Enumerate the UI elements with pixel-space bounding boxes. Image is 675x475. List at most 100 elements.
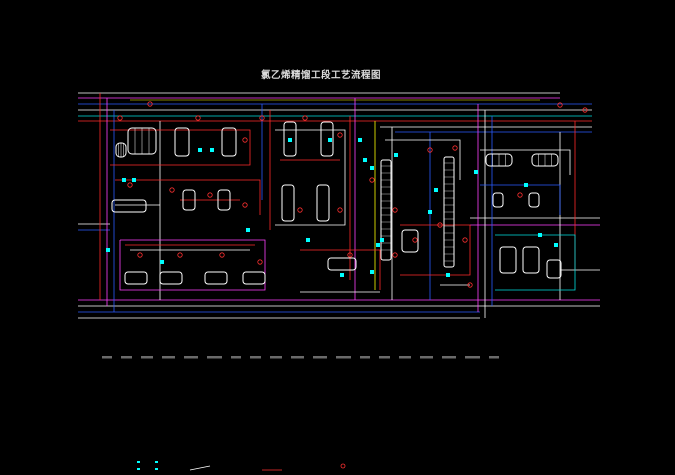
footer-symbol <box>189 465 211 471</box>
legend-item <box>162 356 175 359</box>
valve-symbol <box>446 273 450 277</box>
valve-symbol <box>524 183 528 187</box>
valve-symbol <box>434 188 438 192</box>
valve-symbol <box>132 178 136 182</box>
valve-symbol <box>370 270 374 274</box>
footer-symbol <box>340 463 346 469</box>
instrument-bubble <box>257 259 263 265</box>
adsorber-2 <box>316 184 330 222</box>
legend-item <box>291 356 304 359</box>
legend-item <box>184 356 198 359</box>
product-tank-1 <box>499 246 517 274</box>
instrument-bubble <box>347 252 353 258</box>
instrument-bubble <box>462 237 468 243</box>
legend-item <box>489 356 499 359</box>
footer-symbol <box>155 468 158 470</box>
instrument-bubble <box>337 132 343 138</box>
instrument-bubble <box>219 252 225 258</box>
storage-tank-3 <box>204 271 228 285</box>
legend-item <box>231 356 241 359</box>
legend-item <box>442 356 456 359</box>
legend-item <box>121 356 132 359</box>
reflux-drum <box>327 257 357 271</box>
legend-item <box>399 356 411 359</box>
valve-symbol <box>288 138 292 142</box>
legend-item <box>360 356 370 359</box>
valve-symbol <box>376 243 380 247</box>
instrument-bubble <box>127 182 133 188</box>
process-loop <box>110 129 251 166</box>
filter-1 <box>182 189 196 211</box>
instrument-layer <box>106 101 588 288</box>
legend-item <box>270 356 282 359</box>
instrument-bubble <box>177 252 183 258</box>
legend-item <box>336 356 351 359</box>
instrument-bubble <box>437 222 443 228</box>
instrument-bubble <box>259 115 265 121</box>
valve-symbol <box>370 166 374 170</box>
legend-item <box>207 356 222 359</box>
storage-tank-1 <box>124 271 148 285</box>
valve-symbol <box>474 170 478 174</box>
cooler-1 <box>283 121 297 157</box>
process-loop <box>275 129 346 226</box>
process-loop <box>385 139 461 180</box>
dryer-2 <box>528 192 540 208</box>
instrument-bubble <box>412 237 418 243</box>
instrument-bubble <box>337 207 343 213</box>
instrument-bubble <box>242 202 248 208</box>
product-tank-2 <box>522 246 540 274</box>
instrument-bubble <box>137 252 143 258</box>
instrument-bubble <box>195 115 201 121</box>
legend-item <box>379 356 390 359</box>
process-loop <box>480 149 571 175</box>
drawing-title: 氯乙烯精馏工段工艺流程图 <box>260 70 381 81</box>
storage-tank-4 <box>242 271 266 285</box>
instrument-bubble <box>517 192 523 198</box>
valve-symbol <box>380 238 384 242</box>
valve-symbol <box>210 148 214 152</box>
valve-symbol <box>363 158 367 162</box>
footer-symbol <box>137 461 140 463</box>
valve-symbol <box>358 138 362 142</box>
cooler-2 <box>320 121 334 157</box>
receiver-tank-1 <box>111 199 147 213</box>
instrument-bubble <box>117 115 123 121</box>
instrument-bubble <box>242 137 248 143</box>
instrument-bubble <box>392 207 398 213</box>
filter-2 <box>217 189 231 211</box>
condenser-3 <box>221 127 237 157</box>
equipment-layer <box>111 121 562 285</box>
instrument-bubble <box>169 187 175 193</box>
valve-symbol <box>106 248 110 252</box>
valve-symbol <box>538 233 542 237</box>
legend-item <box>465 356 480 359</box>
instrument-bubble <box>467 282 473 288</box>
footer-symbols <box>137 461 346 471</box>
instrument-bubble <box>427 147 433 153</box>
instrument-bubble <box>147 101 153 107</box>
legend-strip <box>102 356 499 359</box>
valve-symbol <box>122 178 126 182</box>
valve-symbol <box>340 273 344 277</box>
valve-symbol <box>428 210 432 214</box>
instrument-bubble <box>452 145 458 151</box>
instrument-bubble <box>392 252 398 258</box>
valve-symbol <box>394 153 398 157</box>
storage-tank-2 <box>159 271 183 285</box>
valve-symbol <box>160 260 164 264</box>
valve-symbol <box>328 138 332 142</box>
condenser-2 <box>174 127 190 157</box>
distillation-column-1 <box>380 159 392 261</box>
legend-item <box>313 356 327 359</box>
legend-item <box>102 356 112 359</box>
legend-item <box>420 356 433 359</box>
valve-symbol <box>246 228 250 232</box>
pipe-lines <box>78 92 600 319</box>
valve-symbol <box>198 148 202 152</box>
instrument-bubble <box>207 192 213 198</box>
instrument-bubble <box>582 107 588 113</box>
adsorber-1 <box>281 184 295 222</box>
reboiler-1 <box>401 229 419 253</box>
